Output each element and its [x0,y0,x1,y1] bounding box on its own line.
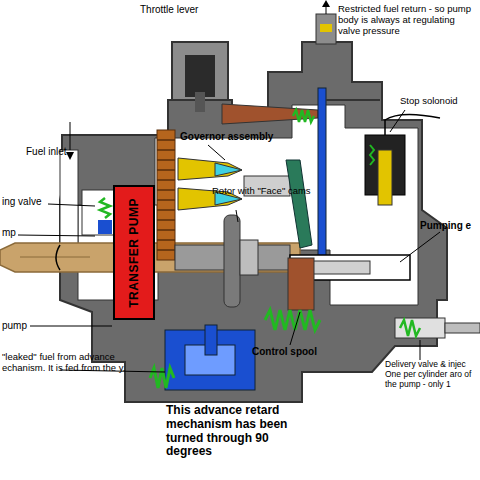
gear-teeth [157,140,175,250]
callout-label: Fuel inlet [26,146,67,158]
fuel-inlet-line [70,122,71,150]
callout-label: Delivery valve & injec One per cylinder … [385,360,480,389]
return-pipe [316,14,336,44]
leader-line [18,235,95,236]
metering-lever [318,88,326,258]
advance-spring [150,368,174,388]
transfer-pump-box: TRANSFER PUMP [113,185,155,320]
regulating-spring [100,198,110,218]
rotation-arrow [56,245,60,270]
shaft-centre-line [20,257,90,258]
throttle-link [222,104,318,124]
callout-label: Stop solonoid [400,96,458,107]
pump-body [60,42,447,402]
governor-spring [293,110,314,122]
leader-line [48,204,95,206]
callout-label: "leaked" fuel from advance echanism. It … [2,352,152,374]
governor-cavity [155,105,418,305]
inlet-passage [60,150,78,250]
leader-line [30,326,112,327]
advance-pin [205,325,217,355]
leader-line [420,340,421,360]
callout-label: Control spool [252,346,317,358]
leader-line [290,312,300,345]
node-text: TRANSFER PUMP [127,198,141,308]
throttle-spindle [195,92,205,112]
return-passage [326,99,380,101]
cam-roller [240,240,258,275]
flyweight-upper [178,158,242,180]
callout-label: Pumping e [420,220,471,232]
leader-line [390,110,405,132]
face-cam-disc [224,215,240,307]
leader-line [208,145,225,160]
flyweight-tip-upper [215,163,242,176]
delivery-valve [395,318,445,338]
solenoid-spring [370,145,374,165]
callout-label: ing valve [2,196,41,208]
return-restrictor [320,24,332,32]
callout-label: Throttle lever [140,4,198,16]
solenoid-wire [385,114,440,135]
throttle-shaft [185,55,215,97]
delivery-spring [400,320,420,336]
return-arrow-head [322,0,330,7]
fuel-inlet-arrow [66,152,74,160]
callout-label: Rotor with "Face" cams [212,186,311,197]
callout-label: This advance retard mechanism has been t… [166,404,306,459]
leader-line [236,210,238,222]
solenoid-plunger [378,150,392,205]
throttle-housing [172,42,228,100]
plunger-spring [265,310,320,330]
callout-label: Restricted fuel return - so pump body is… [338,4,478,37]
control-spool [288,258,314,310]
leader-line [400,232,440,262]
governor-lever [286,160,312,248]
callout-label: mp [2,227,16,239]
injector-pipe [445,323,480,333]
regulating-valve [98,220,112,234]
callout-label: pump [2,320,27,332]
callout-label: Governor assembly [180,131,273,143]
drive-gear [157,130,175,260]
